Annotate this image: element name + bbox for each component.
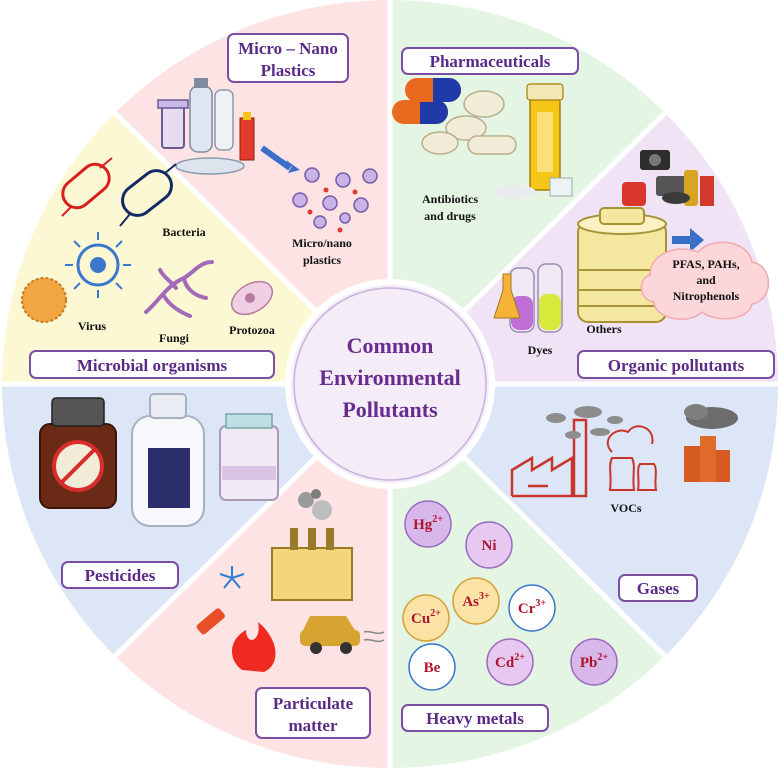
metal-circle-as <box>452 577 500 625</box>
metal-label-ni: Ni <box>482 538 497 554</box>
microbial-virus: Virus <box>78 319 107 333</box>
microplastic-dots-icon <box>292 167 378 229</box>
metal-circle-cu <box>402 594 450 642</box>
organic-others: Others <box>586 322 622 336</box>
micro-nano-caption-2: plastics <box>303 253 341 267</box>
bacteria-icon <box>61 157 177 227</box>
metal-label-be: Be <box>424 660 441 676</box>
center-title-3: Pollutants <box>342 397 438 422</box>
metal-circle-be <box>408 643 456 691</box>
label-box-organic <box>577 350 775 379</box>
label-box-particulate <box>255 687 371 739</box>
pills-icon <box>421 90 517 155</box>
heavy-title: Heavy metals <box>426 709 524 728</box>
microbial-bacteria: Bacteria <box>162 225 205 239</box>
gases-title: Gases <box>637 579 680 598</box>
micro-nano-caption-1: Micro/nano <box>292 236 352 250</box>
buildings-icon <box>684 404 738 482</box>
label-box-gases <box>618 574 698 602</box>
rocket-icon <box>196 608 225 635</box>
micro-nano-title-2: Plastics <box>261 61 316 80</box>
pesticide-bottle-icon <box>39 397 117 509</box>
dye-flasks-icon <box>493 263 563 333</box>
microbial-fungi: Fungi <box>159 331 190 345</box>
pharma-caption-1: Antibiotics <box>422 192 478 206</box>
label-box-micro-nano <box>227 33 349 83</box>
metal-label-hg: Hg2+ <box>413 514 443 533</box>
plastic-items-icon <box>157 78 255 175</box>
gases-vocs: VOCs <box>610 501 641 515</box>
protozoa-icon <box>230 280 274 316</box>
organic-cloud-1: PFAS, PAHs, <box>672 257 739 271</box>
arrow-shaft-icon <box>260 145 292 171</box>
cloud-icon <box>640 241 770 320</box>
center-ring <box>293 287 487 481</box>
fireworks-icon <box>219 566 245 589</box>
metal-circle-ni <box>465 521 513 569</box>
metal-circle-hg <box>404 500 452 548</box>
metal-circle-cd <box>486 638 534 686</box>
pharma-caption-2: and drugs <box>424 209 476 223</box>
metal-label-pb: Pb2+ <box>580 652 609 671</box>
household-items-icon <box>622 150 714 206</box>
center-circle <box>285 279 495 489</box>
center-title-1: Common <box>347 333 434 358</box>
microbial-protozoa: Protozoa <box>229 323 275 337</box>
metal-circle-pb <box>570 638 618 686</box>
organic-title: Organic pollutants <box>608 356 745 375</box>
spray-bottle-icon <box>131 393 205 527</box>
smoke-icon <box>546 406 623 439</box>
particulate-title-1: Particulate <box>273 694 354 713</box>
industrial-plant-icon <box>271 489 353 601</box>
pharma-title: Pharmaceuticals <box>430 52 551 71</box>
center-title-2: Environmental <box>319 365 460 390</box>
pesticides-title: Pesticides <box>85 566 156 585</box>
container-icon <box>219 413 279 501</box>
microbial-title: Microbial organisms <box>77 356 228 375</box>
cooling-tower-icon <box>606 425 658 491</box>
pill-bottle-icon <box>492 83 573 199</box>
metal-label-as: As3+ <box>462 591 490 610</box>
car-icon <box>300 616 385 654</box>
wedge-particulate-matter <box>115 384 390 768</box>
organic-cloud-3: Nitrophenols <box>673 289 740 303</box>
fungi-icon <box>144 260 214 318</box>
factory-icon <box>510 418 588 498</box>
particulate-title-2: matter <box>288 716 338 735</box>
virus-icon <box>21 232 131 323</box>
organic-cloud-2: and <box>696 273 716 287</box>
organic-dyes: Dyes <box>528 343 553 357</box>
microplastic-fragments-icon <box>307 187 358 233</box>
metal-label-cr: Cr3+ <box>518 598 547 617</box>
metal-label-cd: Cd2+ <box>495 652 525 671</box>
micro-nano-title-1: Micro – Nano <box>238 39 338 58</box>
fire-icon <box>231 622 276 672</box>
arrow-right-icon <box>672 228 704 252</box>
label-boxes <box>29 33 775 739</box>
metal-circle-cr <box>508 584 556 632</box>
label-box-pharma <box>401 47 579 75</box>
wedge-microbial-organisms <box>1 113 391 384</box>
label-box-heavy <box>401 704 549 732</box>
label-box-microbial <box>29 350 275 379</box>
label-box-pesticides <box>61 561 179 589</box>
capsules-icon <box>392 78 461 124</box>
metal-label-cu: Cu2+ <box>411 608 441 627</box>
wedge-micro-nano-plastics <box>115 0 390 384</box>
